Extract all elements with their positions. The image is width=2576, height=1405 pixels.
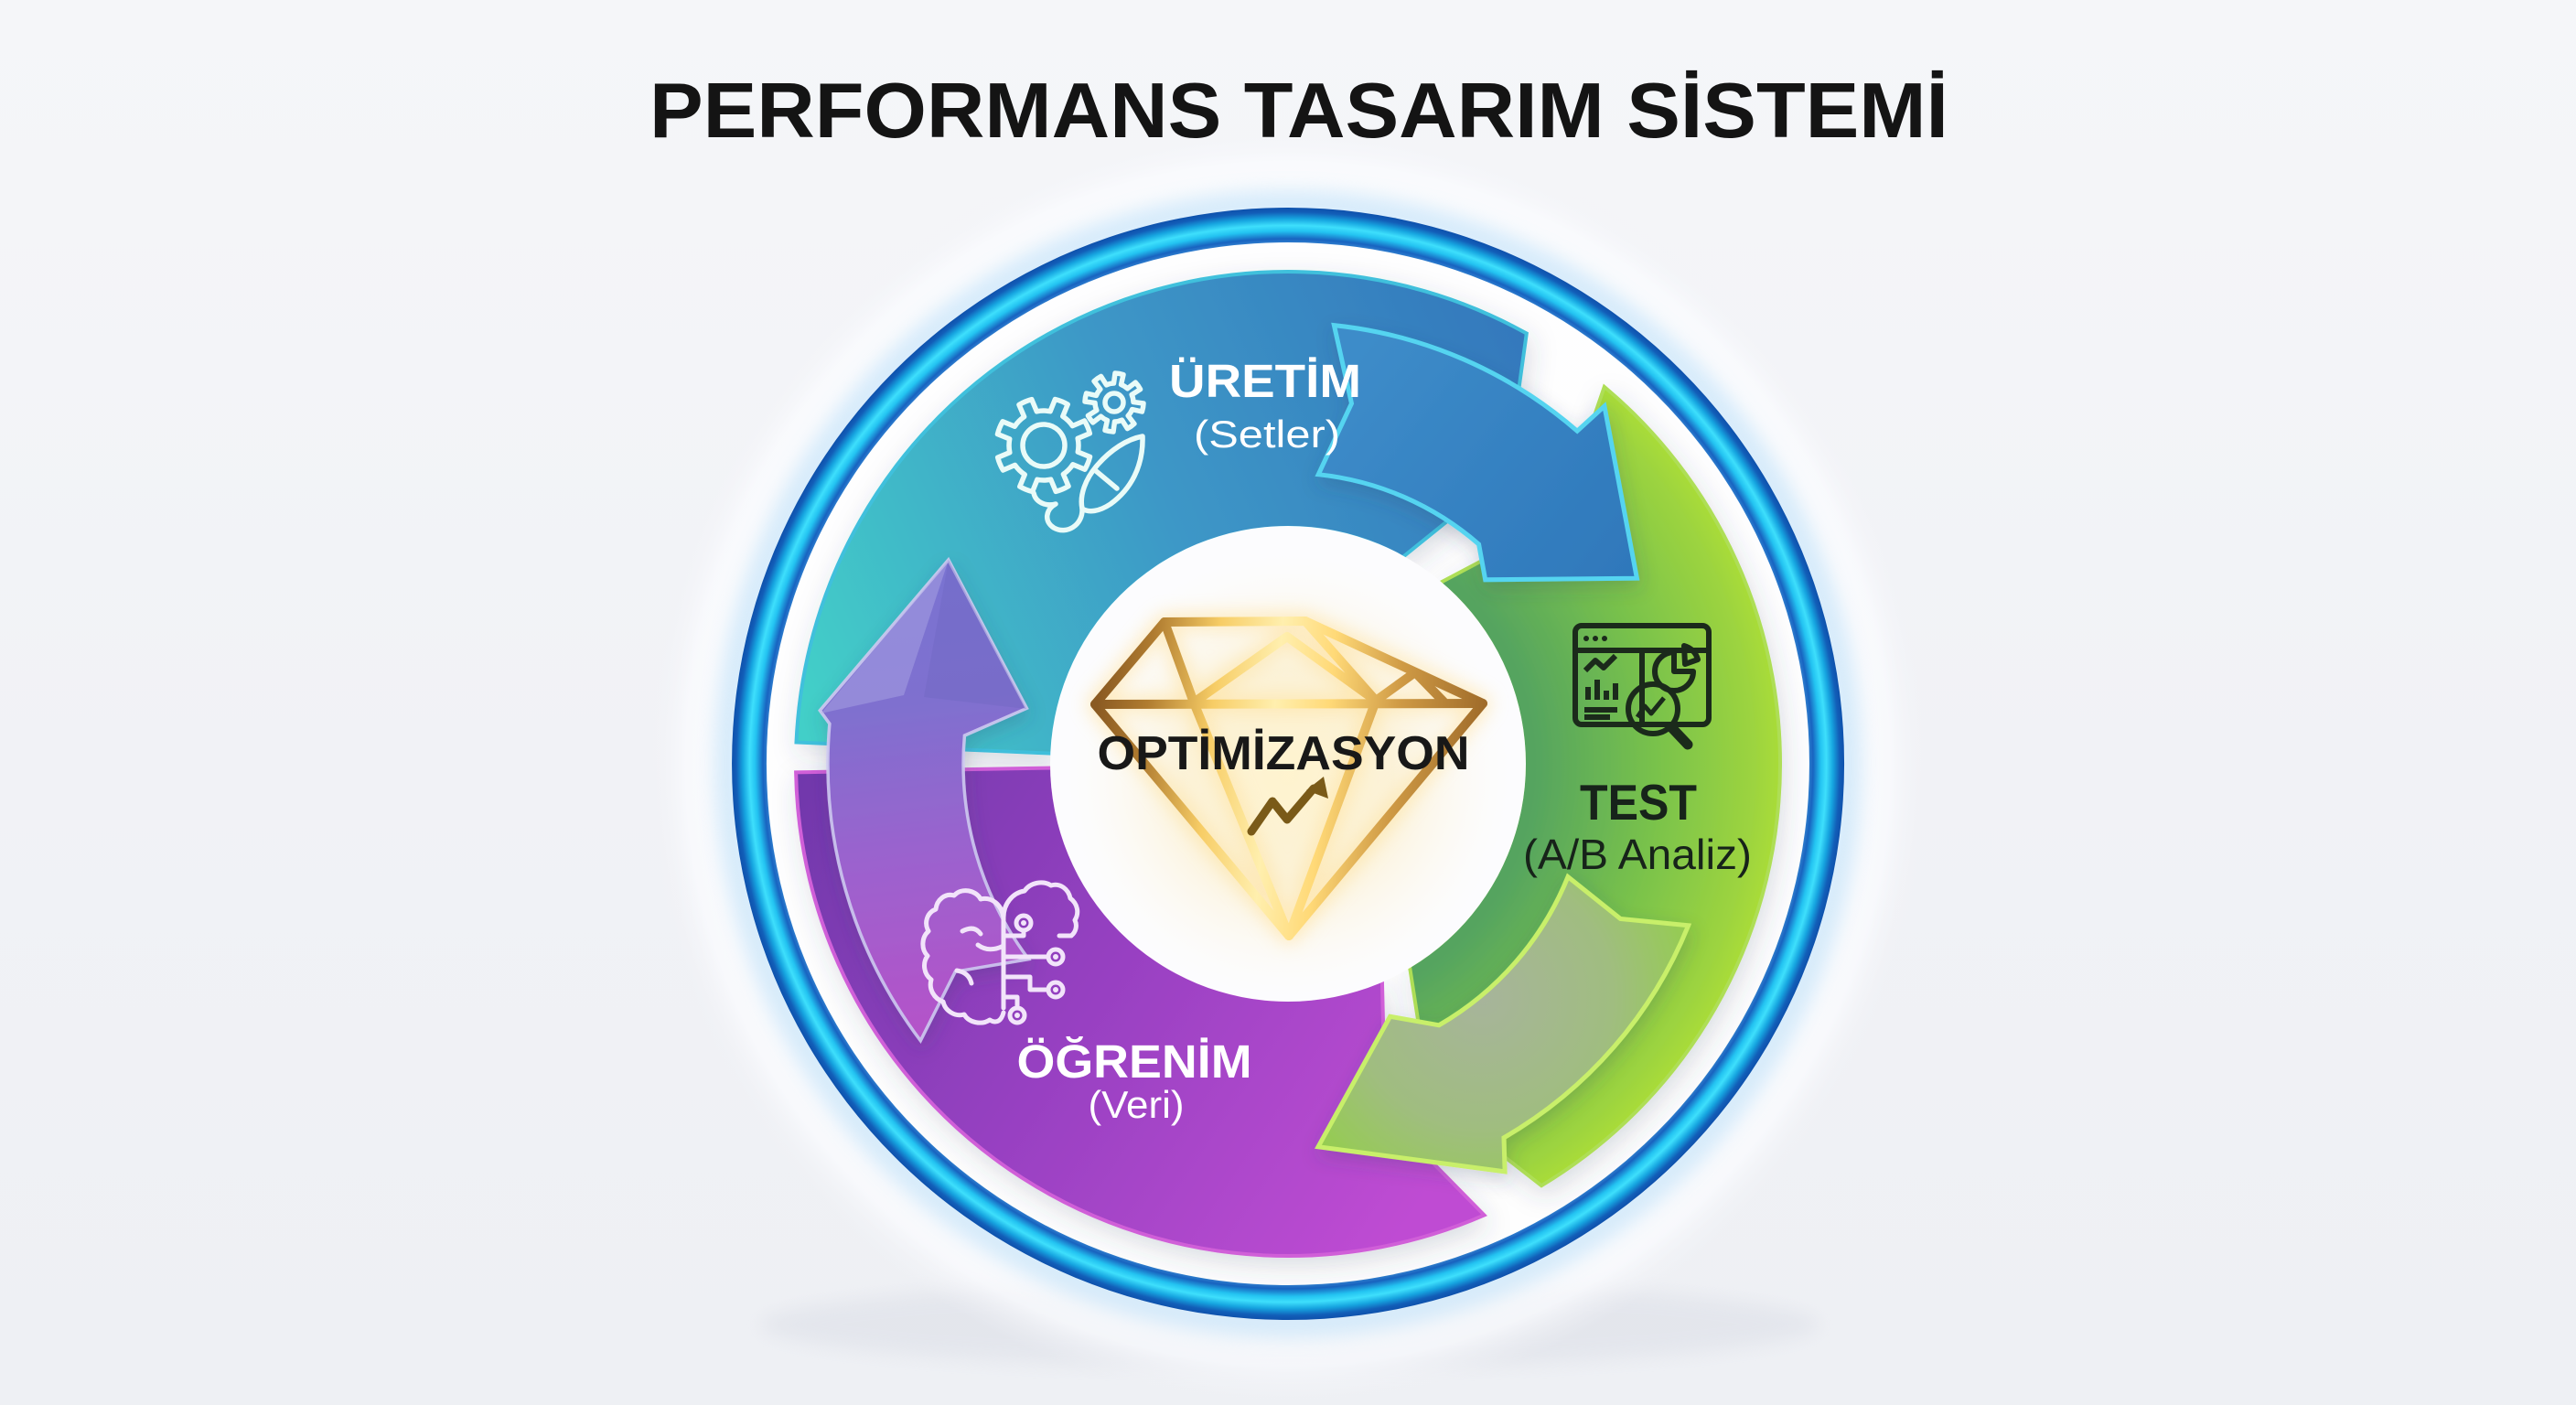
svg-text:ÖĞRENİM: ÖĞRENİM: [1017, 1035, 1252, 1088]
svg-text:(Veri): (Veri): [1089, 1083, 1185, 1126]
svg-text:(Setler): (Setler): [1194, 413, 1340, 456]
svg-text:ÜRETİM: ÜRETİM: [1169, 355, 1361, 407]
svg-text:TEST: TEST: [1580, 774, 1697, 831]
svg-text:(A/B Analiz): (A/B Analiz): [1523, 831, 1752, 878]
svg-text:PERFORMANS TASARIM SİSTEMİ: PERFORMANS TASARIM SİSTEMİ: [649, 68, 1948, 155]
svg-text:OPTİMİZASYON: OPTİMİZASYON: [1098, 727, 1470, 780]
